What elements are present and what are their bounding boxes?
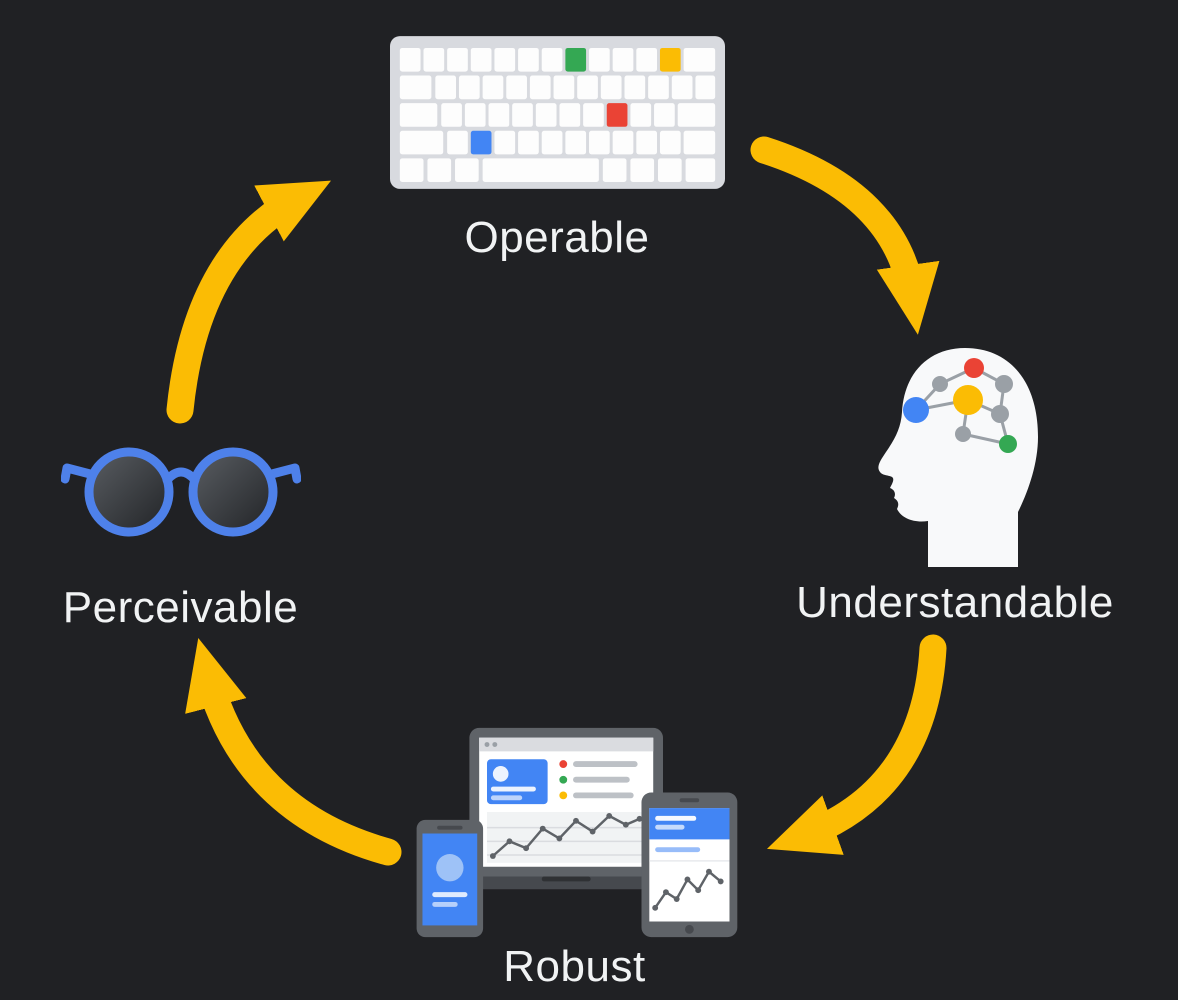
tablet-icon — [640, 792, 737, 938]
node-perceivable: Perceivable — [48, 430, 313, 630]
node-robust: Robust — [402, 724, 747, 989]
head-brain-icon — [877, 348, 1038, 567]
node-understandable: Understandable — [775, 342, 1135, 625]
node-operable: Operable — [387, 35, 727, 260]
red-key — [606, 103, 627, 127]
arrow-robust-to-perceivable-icon — [185, 638, 402, 866]
green-key — [564, 47, 586, 72]
arrow-understandable-to-robust-icon — [766, 634, 947, 855]
label-robust: Robust — [503, 942, 646, 991]
blue-key — [470, 130, 491, 155]
phone-icon — [416, 819, 483, 938]
arrow-perceivable-to-operable-icon — [166, 180, 332, 424]
devices-icon — [416, 727, 737, 938]
yellow-key — [659, 47, 681, 72]
label-understandable: Understandable — [796, 578, 1114, 627]
arrow-operable-to-understandable-icon — [750, 136, 940, 335]
laptop-icon — [449, 727, 683, 890]
label-perceivable: Perceivable — [62, 583, 299, 632]
label-operable: Operable — [464, 213, 650, 262]
keyboard-icon — [389, 36, 725, 189]
brain-network-nodes — [902, 358, 1017, 453]
glasses-icon — [60, 447, 301, 537]
